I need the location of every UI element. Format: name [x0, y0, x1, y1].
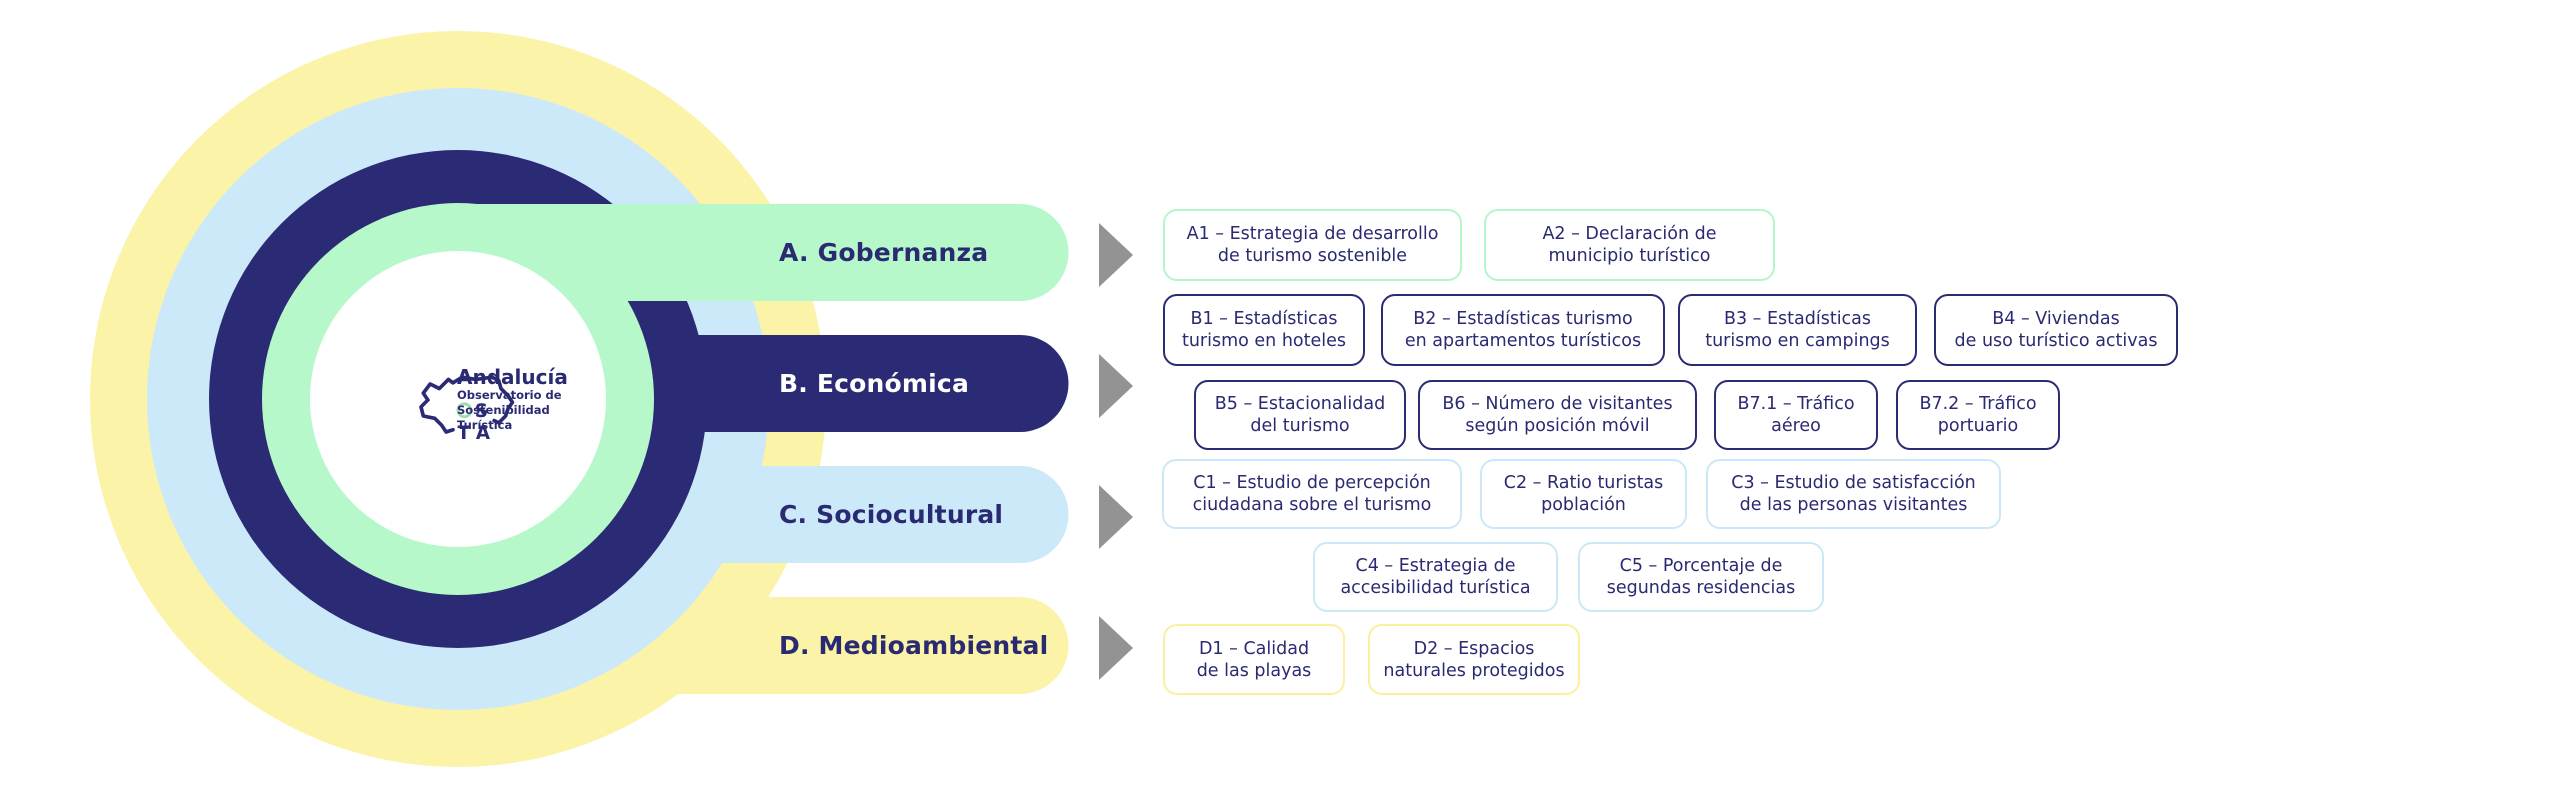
logo-subtitle-line: Observatorio de — [457, 388, 562, 402]
indicator-line: C2 – Ratio turistas — [1503, 473, 1664, 493]
indicator-line: naturales protegidos — [1383, 660, 1565, 681]
play-triangle-right-icon — [1099, 354, 1133, 418]
indicator-line: turismo en hoteles — [1181, 331, 1347, 351]
indicator-b5[interactable]: B5 – Estacionalidad del turismo — [1194, 380, 1406, 450]
logo-letter-o — [456, 402, 473, 419]
indicator-line: aéreo — [1771, 416, 1821, 436]
indicator-line: según posición móvil — [1465, 416, 1650, 436]
indicator-line: ciudadana sobre el turismo — [1192, 495, 1432, 515]
logo-letter-s: S — [475, 401, 488, 422]
band-c-cap — [971, 466, 1069, 563]
indicator-line: A1 – Estrategia de desarrollo — [1186, 224, 1439, 244]
logo-letter-t: T — [458, 423, 471, 444]
indicator-line: B2 – Estadísticas turismo — [1413, 309, 1633, 329]
indicator-b7-2[interactable]: B7.2 – Tráfico portuario — [1896, 380, 2060, 450]
indicator-line: del turismo — [1250, 416, 1350, 436]
indicator-b2[interactable]: B2 – Estadísticas turismo en apartamento… — [1381, 294, 1665, 366]
band-label-sociocultural: C. Sociocultural — [779, 500, 1004, 529]
band-label-medioambiental: D. Medioambiental — [779, 631, 1049, 660]
logo-title: Andalucía — [457, 365, 568, 389]
band-d-cap — [971, 597, 1069, 694]
indicator-line: población — [1541, 495, 1626, 515]
indicator-c1[interactable]: C1 – Estudio de percepción ciudadana sob… — [1162, 459, 1462, 529]
indicator-line: B3 – Estadísticas — [1723, 309, 1872, 329]
indicator-line: C4 – Estrategia de — [1355, 556, 1516, 576]
center-circle — [310, 251, 606, 547]
indicator-line: C3 – Estudio de satisfacción — [1731, 473, 1976, 493]
indicator-b3[interactable]: B3 – Estadísticas turismo en campings — [1678, 294, 1917, 366]
play-triangle-right-icon — [1099, 616, 1133, 680]
indicator-line: turismo en campings — [1705, 331, 1890, 351]
indicator-line: D1 – Calidad — [1198, 638, 1310, 659]
indicator-line: B6 – Número de visitantes — [1442, 394, 1673, 414]
indicator-c5[interactable]: C5 – Porcentaje de segundas residencias — [1578, 542, 1824, 612]
indicator-d1[interactable]: D1 – Calidad de las playas — [1163, 624, 1345, 695]
indicator-line: C1 – Estudio de percepción — [1193, 473, 1431, 493]
indicator-b7-1[interactable]: B7.1 – Tráfico aéreo — [1714, 380, 1878, 450]
logo-subtitle-line: Turística — [457, 418, 513, 432]
band-label-economica: B. Económica — [779, 369, 970, 398]
play-triangle-right-icon — [1099, 485, 1133, 549]
indicator-c2[interactable]: C2 – Ratio turistas población — [1480, 459, 1687, 529]
indicator-d2[interactable]: D2 – Espacios naturales protegidos — [1368, 624, 1580, 695]
band-b-cap — [971, 335, 1069, 432]
indicator-line: accesibilidad turística — [1340, 578, 1531, 598]
indicator-line: municipio turístico — [1548, 246, 1711, 266]
play-triangle-right-icon — [1099, 223, 1133, 287]
band-label-gobernanza: A. Gobernanza — [779, 238, 989, 267]
indicator-line: portuario — [1937, 416, 2019, 436]
indicator-line: en apartamentos turísticos — [1404, 331, 1642, 351]
indicator-line: de uso turístico activas — [1954, 331, 2158, 351]
indicator-line: B7.2 – Tráfico — [1919, 394, 2037, 414]
indicator-line: B4 – Viviendas — [1992, 309, 2120, 329]
andalucia-map-outline-icon: S T A — [419, 375, 515, 444]
indicator-line: de las personas visitantes — [1739, 495, 1968, 515]
indicator-line: C5 – Porcentaje de — [1619, 556, 1783, 576]
band-a-cap — [971, 204, 1069, 301]
indicator-line: A2 – Declaración de — [1542, 224, 1717, 244]
indicator-line: B7.1 – Tráfico — [1737, 394, 1855, 414]
logo-text: Andalucía Observatorio de Sostenibilidad… — [457, 366, 568, 433]
indicator-c3[interactable]: C3 – Estudio de satisfacción de las pers… — [1706, 459, 2001, 529]
logo-letter-a: A — [476, 423, 491, 444]
indicator-b6[interactable]: B6 – Número de visitantes según posición… — [1418, 380, 1697, 450]
indicator-line: de turismo sostenible — [1217, 246, 1408, 266]
indicator-line: segundas residencias — [1606, 578, 1796, 598]
indicator-b1[interactable]: B1 – Estadísticas turismo en hoteles — [1163, 294, 1365, 366]
indicator-b4[interactable]: B4 – Viviendas de uso turístico activas — [1934, 294, 2178, 366]
indicator-line: de las playas — [1196, 660, 1312, 681]
indicator-a2[interactable]: A2 – Declaración de municipio turístico — [1484, 209, 1775, 281]
indicator-c4[interactable]: C4 – Estrategia de accesibilidad turísti… — [1313, 542, 1558, 612]
logo-subtitle-line: Sostenibilidad — [457, 403, 550, 417]
indicator-line: B5 – Estacionalidad — [1214, 394, 1386, 414]
indicator-line: D2 – Espacios — [1413, 638, 1535, 659]
indicator-line: B1 – Estadísticas — [1190, 309, 1338, 329]
indicator-a1[interactable]: A1 – Estrategia de desarrollo de turismo… — [1163, 209, 1462, 281]
